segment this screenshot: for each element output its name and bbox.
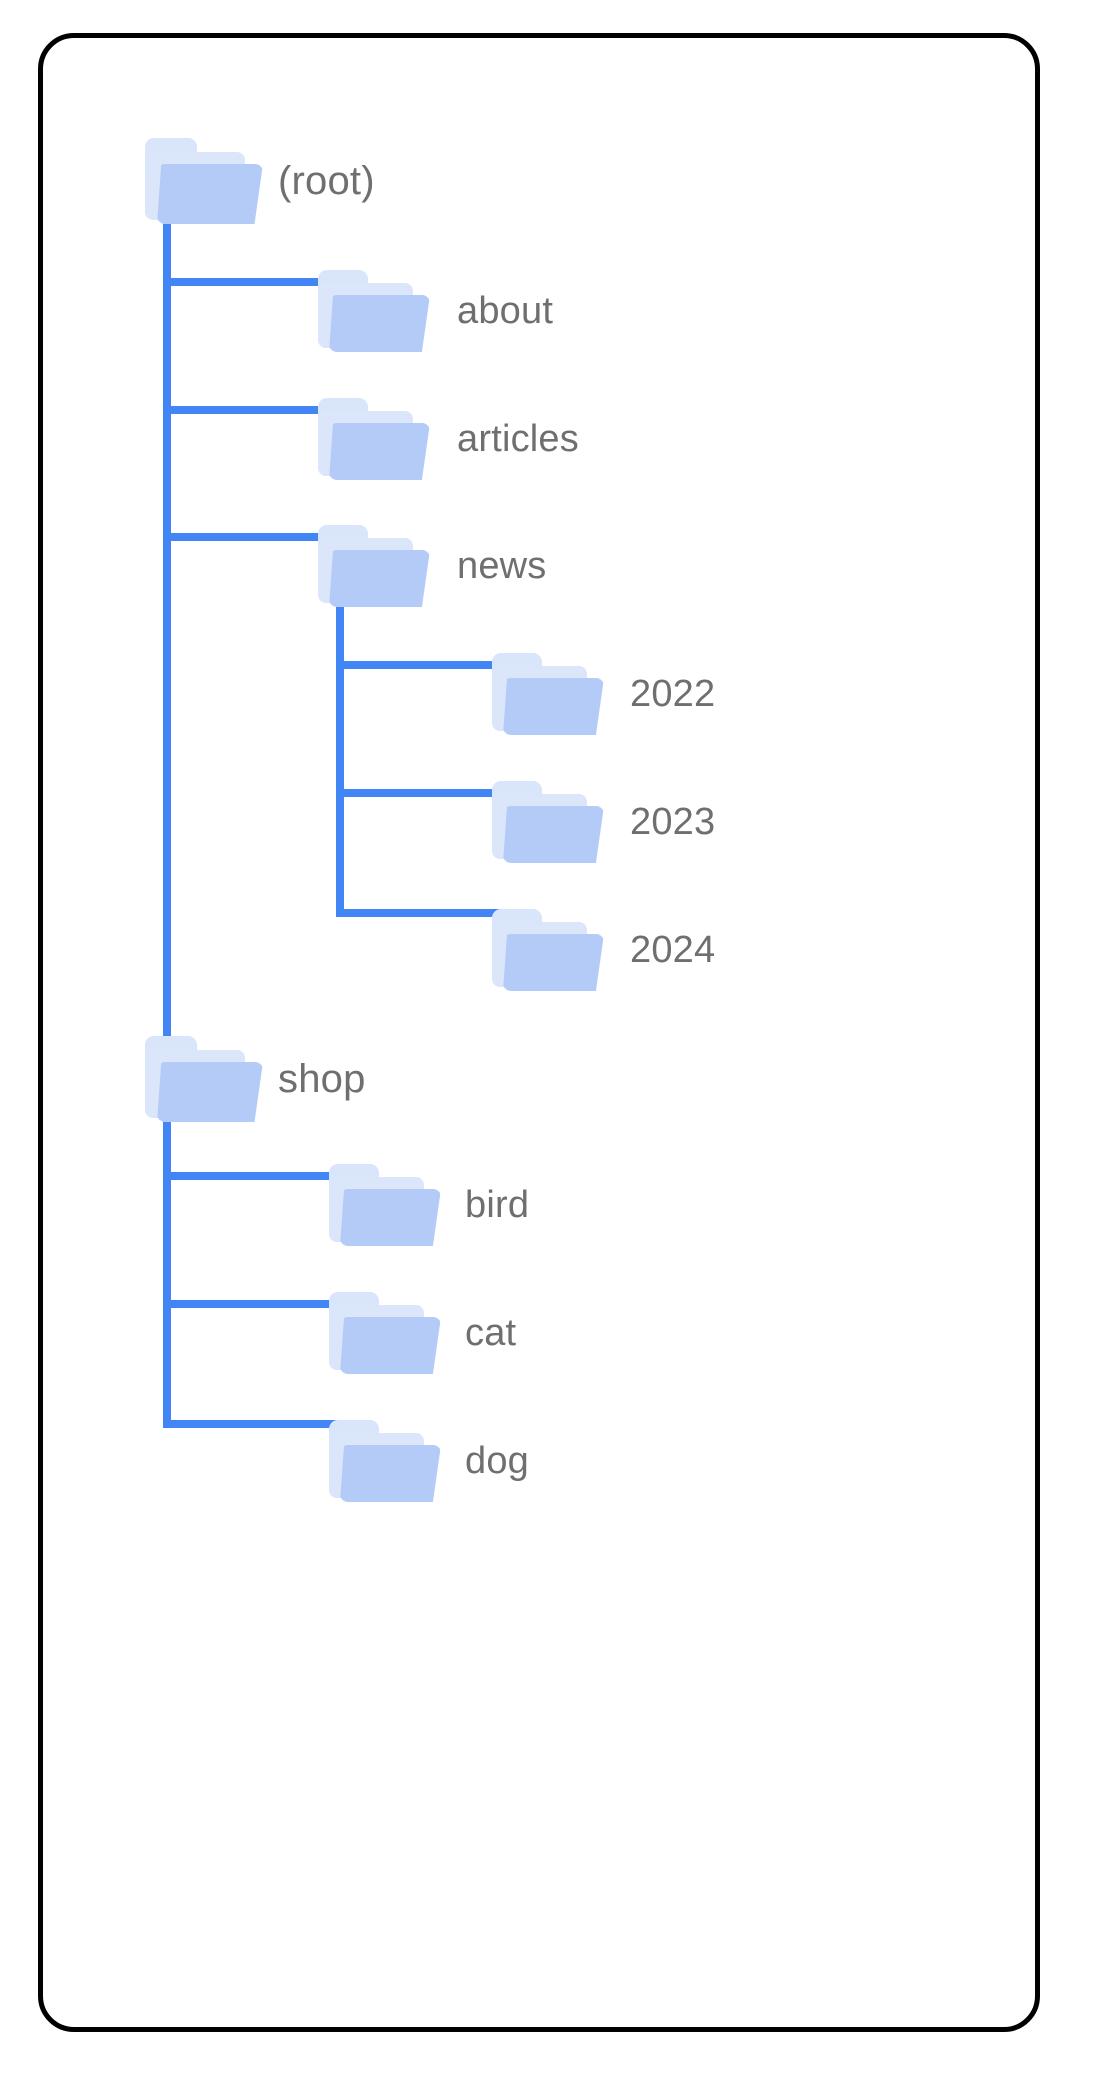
folder-icon — [329, 1292, 441, 1374]
connector-news-to-2023 — [336, 789, 506, 797]
tree-node-news-2024[interactable]: 2024 — [492, 909, 715, 991]
connector-news-to-2024 — [336, 909, 506, 917]
folder-icon — [492, 909, 604, 991]
folder-icon — [318, 270, 430, 352]
tree-node-label: news — [457, 545, 547, 587]
connector-root-trunk — [163, 183, 171, 1080]
tree-node-root[interactable]: (root) — [145, 138, 375, 224]
connector-root-to-articles — [163, 406, 333, 414]
tree-node-label: shop — [278, 1057, 366, 1101]
folder-icon — [318, 525, 430, 607]
tree-node-label: bird — [465, 1184, 530, 1226]
folder-icon — [329, 1420, 441, 1502]
connector-root-to-news — [163, 533, 333, 541]
tree-node-label: (root) — [278, 159, 375, 203]
tree-node-articles[interactable]: articles — [318, 398, 579, 480]
tree-node-label: 2023 — [630, 801, 716, 843]
connector-shop-to-dog — [163, 1420, 343, 1428]
connector-shop-to-cat — [163, 1300, 343, 1308]
connector-news-to-2022 — [336, 661, 506, 669]
folder-icon — [492, 653, 604, 735]
tree-node-shop[interactable]: shop — [145, 1036, 366, 1122]
tree-node-news-2023[interactable]: 2023 — [492, 781, 715, 863]
connector-root-to-about — [163, 278, 333, 286]
tree-node-label: articles — [457, 418, 579, 460]
tree-node-news[interactable]: news — [318, 525, 547, 607]
tree-node-shop-cat[interactable]: cat — [329, 1292, 516, 1374]
tree-node-label: cat — [465, 1312, 517, 1354]
connector-shop-trunk — [163, 1078, 171, 1427]
diagram-card: (root) about articles — [38, 33, 1040, 2032]
tree-node-label: 2024 — [630, 929, 716, 971]
folder-icon — [329, 1164, 441, 1246]
tree-node-shop-dog[interactable]: dog — [329, 1420, 529, 1502]
folder-icon — [145, 138, 263, 224]
tree-node-about[interactable]: about — [318, 270, 553, 352]
tree-node-shop-bird[interactable]: bird — [329, 1164, 529, 1246]
folder-icon — [492, 781, 604, 863]
folder-icon — [318, 398, 430, 480]
folder-icon — [145, 1036, 263, 1122]
tree-node-news-2022[interactable]: 2022 — [492, 653, 715, 735]
folder-tree: (root) about articles — [43, 38, 1045, 2037]
connector-news-trunk — [336, 568, 344, 915]
tree-node-label: dog — [465, 1440, 530, 1482]
tree-node-label: about — [457, 290, 554, 332]
connector-shop-to-bird — [163, 1172, 343, 1180]
tree-node-label: 2022 — [630, 673, 716, 715]
